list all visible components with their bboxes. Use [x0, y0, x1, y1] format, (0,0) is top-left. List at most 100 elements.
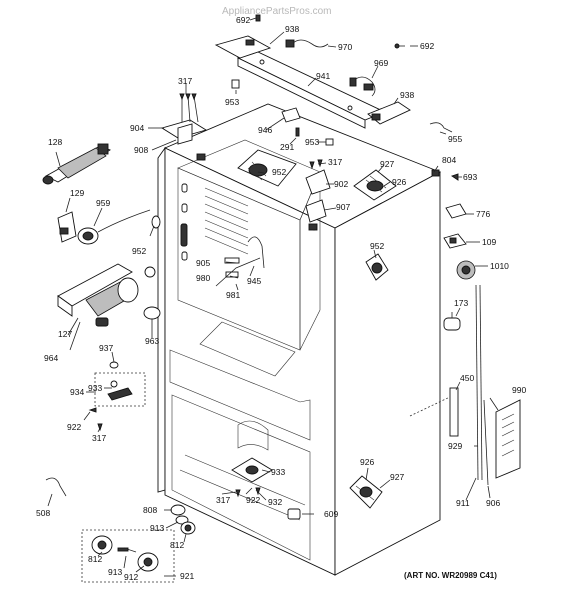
- callout-291: 291: [280, 142, 294, 152]
- callout-907: 907: [336, 202, 350, 212]
- callout-927-b: 927: [390, 472, 404, 482]
- callout-173: 173: [454, 298, 468, 308]
- tube-906: [483, 399, 489, 486]
- knob-963: [143, 306, 161, 330]
- callout-937: 937: [99, 343, 113, 353]
- callout-labels: 692 938 970 692 969 941 317 953 938 904 …: [36, 15, 526, 582]
- callout-938-b: 938: [400, 90, 414, 100]
- callout-941: 941: [316, 71, 330, 81]
- callout-964: 964: [44, 353, 58, 363]
- callout-926-a: 926: [392, 177, 406, 187]
- label-990: [495, 399, 521, 479]
- roller-812-a: [180, 521, 196, 535]
- callout-932: 932: [268, 497, 282, 507]
- callout-508: 508: [36, 508, 50, 518]
- callout-908: 908: [134, 145, 148, 155]
- callout-906: 906: [486, 498, 500, 508]
- callout-938-a: 938: [285, 24, 299, 34]
- callout-969: 969: [374, 58, 388, 68]
- top-brace-941: [236, 51, 387, 129]
- callout-692-a: 692: [236, 15, 250, 25]
- hinge-904: [160, 93, 208, 145]
- callout-776: 776: [476, 209, 490, 219]
- callout-926-b: 926: [360, 457, 374, 467]
- callout-317-d: 317: [216, 495, 230, 505]
- art-number: (ART NO. WR20989 C41): [404, 571, 497, 580]
- callout-905: 905: [196, 258, 210, 268]
- part-173: [443, 312, 461, 331]
- heater-945: [247, 236, 265, 269]
- damper-926-top: [353, 169, 397, 201]
- bracket-938-right: [367, 101, 411, 125]
- clip-953-b: [325, 138, 334, 146]
- callout-693: 693: [463, 172, 477, 182]
- callout-980: 980: [196, 273, 210, 283]
- callout-921: 921: [180, 571, 194, 581]
- watermark: AppliancePartsPros.com: [222, 6, 332, 17]
- tube-929: [475, 284, 483, 481]
- group-box-934: [94, 361, 146, 407]
- callout-317-c: 317: [92, 433, 106, 443]
- callout-933-b: 933: [271, 467, 285, 477]
- callout-955: 955: [448, 134, 462, 144]
- callout-953-b: 953: [305, 137, 319, 147]
- callout-317-a: 317: [178, 76, 192, 86]
- callout-913-a: 913: [150, 523, 164, 533]
- part-609: [287, 508, 301, 520]
- callout-922-a: 922: [67, 422, 81, 432]
- callout-953-a: 953: [225, 97, 239, 107]
- part-109: [443, 233, 467, 249]
- callout-609: 609: [324, 509, 338, 519]
- group-box-921: [81, 529, 175, 583]
- wire-harness-969: [349, 76, 376, 97]
- clip-508: [45, 477, 67, 497]
- part-776: [445, 203, 467, 219]
- callout-945: 945: [247, 276, 261, 286]
- callout-990: 990: [512, 385, 526, 395]
- callout-812-a: 812: [170, 540, 184, 550]
- callout-927-a: 927: [380, 159, 394, 169]
- plug-952-left: [144, 215, 161, 278]
- callout-952-c: 952: [370, 241, 384, 251]
- callout-933-a: 933: [88, 383, 102, 393]
- screw-922-a: [88, 407, 97, 413]
- callout-963: 963: [145, 336, 159, 346]
- housing-959: [77, 209, 151, 245]
- damper-933-lower: [231, 457, 273, 498]
- callout-804: 804: [442, 155, 456, 165]
- filter-cover-964: [57, 263, 139, 327]
- cabinet-assembly: [157, 103, 442, 576]
- bracket-907: [305, 199, 327, 223]
- screw-693: [450, 173, 459, 181]
- fan-cover-952-top: [237, 149, 297, 187]
- bracket-902: [305, 159, 331, 195]
- water-filter-128: [42, 143, 111, 185]
- callout-904: 904: [130, 123, 144, 133]
- screw-317-c: [97, 423, 103, 432]
- callout-1010: 1010: [490, 261, 509, 271]
- bracket-938-top: [214, 35, 272, 59]
- screw-692-b: [394, 43, 405, 49]
- callout-959: 959: [96, 198, 110, 208]
- fan-cover-952-right: [365, 253, 389, 281]
- damper-926-lower: [349, 475, 383, 509]
- callout-317-b: 317: [328, 157, 342, 167]
- part-1010: [456, 260, 476, 280]
- foot-808: [170, 504, 189, 525]
- tube-981: [215, 257, 261, 287]
- callout-450: 450: [460, 373, 474, 383]
- callout-911: 911: [456, 498, 470, 508]
- callout-129: 129: [70, 188, 84, 198]
- part-905: [224, 257, 240, 264]
- callout-808: 808: [143, 505, 157, 515]
- callout-952-a: 952: [272, 167, 286, 177]
- callout-902: 902: [334, 179, 348, 189]
- part-946: [281, 107, 301, 123]
- callout-946: 946: [258, 125, 272, 135]
- evaporator-fins: [204, 187, 249, 255]
- callout-692-b: 692: [420, 41, 434, 51]
- callout-929: 929: [448, 441, 462, 451]
- wire-harness-970: [285, 39, 329, 48]
- callout-981: 981: [226, 290, 240, 300]
